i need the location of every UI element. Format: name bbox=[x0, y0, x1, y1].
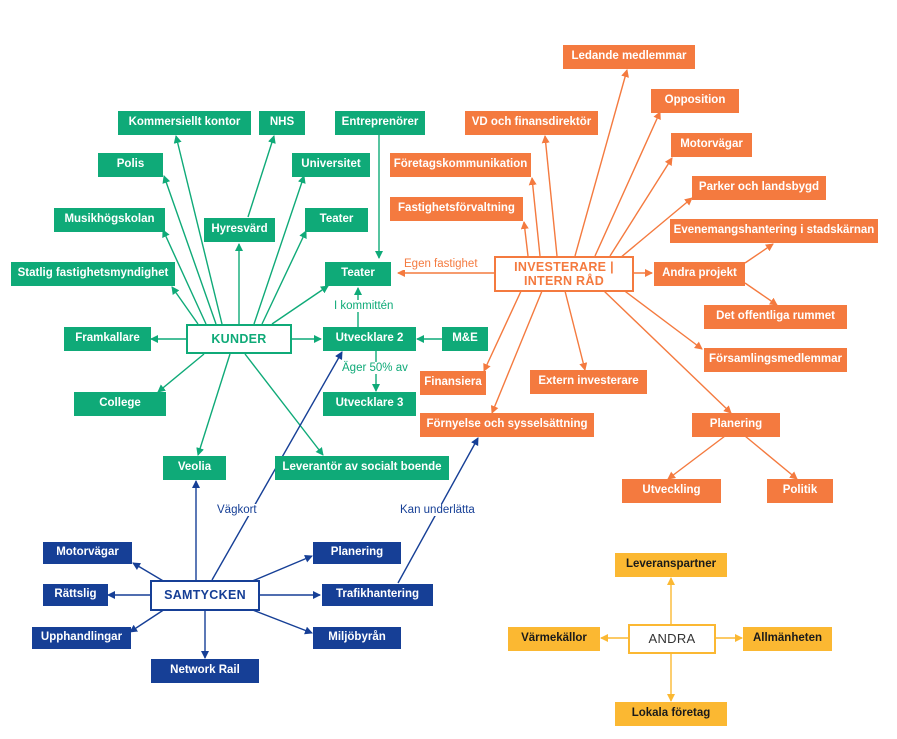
edge-inv-extern bbox=[564, 290, 588, 371]
edge-planering-utveckling bbox=[667, 435, 726, 480]
hub-investerare-line2: INTERN RÅD bbox=[523, 274, 605, 288]
node-fastighetsforvaltning: Fastighetsförvaltning bbox=[390, 197, 523, 221]
edge-inv-opposition bbox=[594, 111, 661, 257]
node-nhs: NHS bbox=[259, 111, 305, 135]
node-lokala-foretag: Lokala företag bbox=[615, 702, 727, 726]
edge-kunder-college bbox=[157, 353, 205, 393]
edge-kunder-teater-top bbox=[261, 230, 307, 325]
edge-label-kan-underlatta: Kan underlätta bbox=[398, 504, 477, 516]
node-m-and-e: M&E bbox=[442, 327, 488, 351]
node-utvecklare-3: Utvecklare 3 bbox=[323, 392, 416, 416]
node-det-offentliga-rummet: Det offentliga rummet bbox=[704, 305, 847, 329]
edge-inv-parker bbox=[619, 197, 693, 259]
edge-kunder-statlig bbox=[171, 286, 199, 325]
node-foretagskommunikation: Företagskommunikation bbox=[390, 153, 531, 177]
node-vd-och-finansdirektor: VD och finansdirektör bbox=[465, 111, 598, 135]
hub-investerare-line1: INVESTERARE | bbox=[514, 259, 614, 274]
edge-inv-finansiera bbox=[483, 288, 523, 372]
node-planering-blue: Planering bbox=[313, 542, 401, 564]
node-utveckling: Utveckling bbox=[622, 479, 721, 503]
edge-planering-politik bbox=[744, 435, 798, 480]
node-miljobyran: Miljöbyrån bbox=[313, 627, 401, 649]
edge-kunder-leverantor bbox=[244, 353, 324, 456]
hub-samtycken: SAMTYCKEN bbox=[150, 580, 260, 611]
node-kommersiellt-kontor: Kommersiellt kontor bbox=[118, 111, 251, 135]
edge-sam-miljobyran bbox=[249, 608, 313, 635]
node-entreprenorer: Entreprenörer bbox=[335, 111, 425, 135]
edge-sam-planering bbox=[249, 555, 313, 583]
node-leverantor-socialt-boende: Leverantör av socialt boende bbox=[275, 456, 449, 480]
edge-inv-vd bbox=[541, 135, 558, 257]
edge-inv-fastighetsforvaltning bbox=[520, 221, 529, 257]
node-politik: Politik bbox=[767, 479, 833, 503]
edge-inv-foretagskommunikation bbox=[528, 177, 541, 257]
node-ledande-medlemmar: Ledande medlemmar bbox=[563, 45, 695, 69]
edge-label-egen-fastighet: Egen fastighet bbox=[402, 258, 480, 270]
node-extern-investerare: Extern investerare bbox=[530, 370, 647, 394]
hub-investerare: INVESTERARE | INTERN RÅD bbox=[494, 256, 634, 292]
node-musikhogskolan: Musikhögskolan bbox=[54, 208, 165, 232]
node-utvecklare-2: Utvecklare 2 bbox=[323, 327, 416, 351]
node-hyresvard: Hyresvärd bbox=[204, 218, 275, 242]
edge-inv-planering bbox=[603, 290, 732, 414]
node-rattslig: Rättslig bbox=[43, 584, 108, 606]
edge-kunder-kommersiellt bbox=[173, 135, 223, 325]
node-opposition: Opposition bbox=[651, 89, 739, 113]
node-network-rail: Network Rail bbox=[151, 659, 259, 683]
node-teater-mid: Teater bbox=[325, 262, 391, 286]
node-motorvagar-blue: Motorvägar bbox=[43, 542, 132, 564]
node-parker-och-landsbygd: Parker och landsbygd bbox=[692, 176, 826, 200]
node-andra-projekt: Andra projekt bbox=[654, 262, 745, 286]
node-polis: Polis bbox=[98, 153, 163, 177]
node-universitet: Universitet bbox=[292, 153, 370, 177]
node-planering-orange: Planering bbox=[692, 413, 780, 437]
edge-label-vagkort: Vägkort bbox=[215, 504, 259, 516]
edge-label-i-kommitten: I kommittén bbox=[332, 300, 396, 312]
node-statlig-fastighetsmyndighet: Statlig fastighetsmyndighet bbox=[11, 262, 175, 286]
edge-sam-motorvagar bbox=[132, 562, 166, 583]
edge-inv-ledande bbox=[574, 69, 629, 257]
node-trafikhantering: Trafikhantering bbox=[322, 584, 433, 606]
edge-hyresvard-nhs bbox=[247, 135, 276, 218]
node-evenemangshantering: Evenemangshantering i stadskärnan bbox=[670, 219, 878, 243]
edge-kunder-teater-mid bbox=[271, 285, 329, 325]
node-veolia: Veolia bbox=[163, 456, 226, 480]
edge-sam-upphandlingar bbox=[129, 608, 166, 633]
node-upphandlingar: Upphandlingar bbox=[32, 627, 131, 649]
node-forsamlingsmedlemmar: Församlingsmedlemmar bbox=[704, 348, 847, 372]
node-varmekallor: Värmekällor bbox=[508, 627, 600, 651]
hub-andra: ANDRA bbox=[628, 624, 716, 654]
edge-kunder-veolia bbox=[196, 353, 231, 456]
edge-label-ager-50: Äger 50% av bbox=[340, 362, 410, 374]
edge-andra-projekt-evenemang bbox=[744, 243, 774, 264]
edge-inv-fornyelse bbox=[490, 290, 543, 414]
hub-kunder: KUNDER bbox=[186, 324, 292, 354]
node-fornyelse-och-sysselsattning: Förnyelse och sysselsättning bbox=[420, 413, 594, 437]
edge-kunder-musik bbox=[162, 229, 207, 325]
edge-andra-projekt-offentliga bbox=[744, 282, 778, 306]
node-finansiera: Finansiera bbox=[420, 371, 486, 395]
node-framkallare: Framkallare bbox=[64, 327, 151, 351]
edge-inv-forsamling bbox=[621, 288, 703, 350]
node-teater-top: Teater bbox=[305, 208, 368, 232]
node-leveranspartner: Leveranspartner bbox=[615, 553, 727, 577]
node-motorvagar-orange: Motorvägar bbox=[671, 133, 752, 157]
edge-kunder-universitet bbox=[253, 175, 306, 325]
node-allmanheten: Allmänheten bbox=[743, 627, 832, 651]
edge-inv-motorvagar bbox=[609, 157, 673, 257]
edge-kunder-polis bbox=[162, 175, 217, 325]
node-college: College bbox=[74, 392, 166, 416]
